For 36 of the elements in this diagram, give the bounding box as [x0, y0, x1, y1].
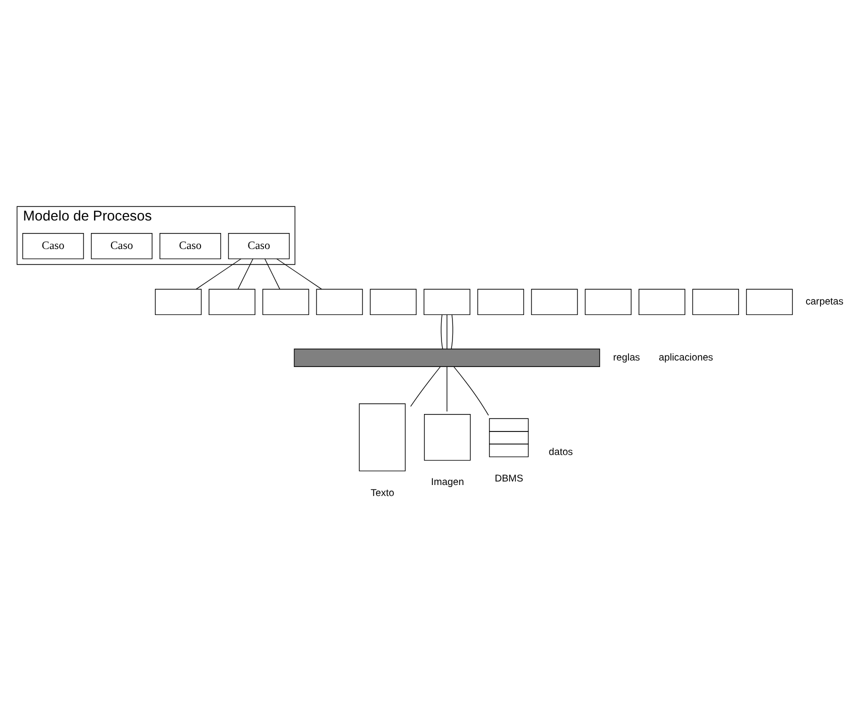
label: aplicaciones	[658, 352, 714, 363]
connector	[196, 258, 242, 290]
node-box	[531, 288, 578, 315]
connector	[440, 314, 444, 349]
connector	[238, 258, 254, 290]
node-box	[692, 288, 739, 315]
node-label: Imagen	[431, 476, 464, 488]
node-box: Caso	[228, 232, 290, 259]
node-box	[154, 288, 202, 315]
connector	[446, 366, 448, 412]
node-label: Texto	[370, 487, 394, 498]
node-box	[424, 288, 470, 315]
label: datos	[548, 446, 573, 458]
node-label: DBMS	[494, 473, 524, 484]
node-box	[584, 288, 632, 315]
node-box	[424, 414, 471, 460]
node-box	[316, 288, 363, 315]
node-bar	[294, 348, 600, 366]
node-box	[477, 288, 524, 315]
label: carpetas	[806, 296, 844, 308]
connector	[410, 366, 441, 406]
node-box	[208, 288, 256, 315]
node-box	[358, 402, 406, 471]
node-box	[746, 288, 793, 315]
node-box	[262, 288, 310, 315]
connector	[446, 314, 448, 349]
node-box	[370, 288, 417, 315]
label: reglas	[613, 352, 640, 363]
node-box: Caso	[22, 232, 84, 259]
node-box	[638, 288, 686, 315]
connector	[276, 258, 322, 290]
connector	[264, 258, 280, 290]
connector	[453, 366, 489, 416]
connector	[450, 314, 454, 349]
node-box: Caso	[160, 232, 222, 259]
node-box: Caso	[90, 232, 152, 259]
